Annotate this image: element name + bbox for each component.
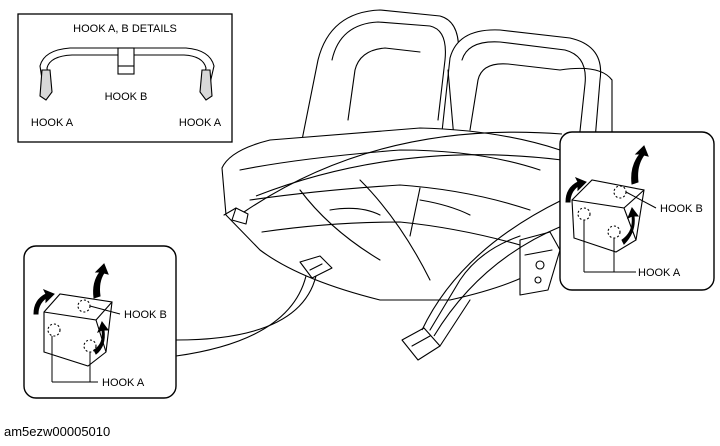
hook-a-marker-right-1: [577, 207, 591, 221]
hook-clip-icon: [39, 47, 215, 101]
callout-right-hook-a-label: HOOK A: [638, 267, 681, 279]
hook-b-marker-right: [613, 185, 627, 199]
leader-left-callout-2: [175, 275, 317, 341]
callout-left-hook-a-label: HOOK A: [102, 377, 145, 389]
hook-b-shape: [117, 47, 135, 75]
clip-front-right: [401, 327, 441, 361]
seat-cushion: [221, 127, 561, 301]
callout-right-hook-b-label: HOOK B: [660, 203, 703, 215]
details-hook-b-label: HOOK B: [105, 91, 148, 103]
callout-left: HOOK B HOOK A: [23, 245, 177, 399]
details-title: HOOK A, B DETAILS: [73, 23, 177, 35]
clip-body-right: [571, 179, 645, 253]
leader-left-callout: [175, 275, 307, 357]
leader-right-lower-1: [421, 199, 563, 331]
figure-id-caption: am5ezw00005010: [4, 424, 111, 439]
hook-a-left-shape: [39, 69, 53, 101]
hook-details-box: HOOK A, B DETAILS HOOK B HOOK A HOOK A: [17, 13, 233, 143]
curved-arrow-icon: [33, 263, 109, 355]
leader-top-right: [255, 154, 563, 197]
details-hook-a-right-label: HOOK A: [179, 117, 222, 129]
hook-a-marker-right-2: [607, 225, 621, 239]
leader-lines: [175, 131, 563, 357]
hook-b-marker-left: [77, 299, 91, 313]
leader-top-left: [243, 131, 563, 213]
callout-right: HOOK B HOOK A: [559, 131, 715, 291]
leader-right-lower-2: [433, 225, 563, 337]
seat-illustration: [221, 9, 613, 361]
callout-left-hook-b-label: HOOK B: [124, 309, 167, 321]
details-hook-a-left-label: HOOK A: [31, 117, 74, 129]
hook-a-right-shape: [199, 69, 213, 101]
clip-body-left: [43, 293, 113, 367]
curved-arrow-icon: [565, 145, 649, 245]
hook-a-marker-left-1: [47, 323, 61, 337]
